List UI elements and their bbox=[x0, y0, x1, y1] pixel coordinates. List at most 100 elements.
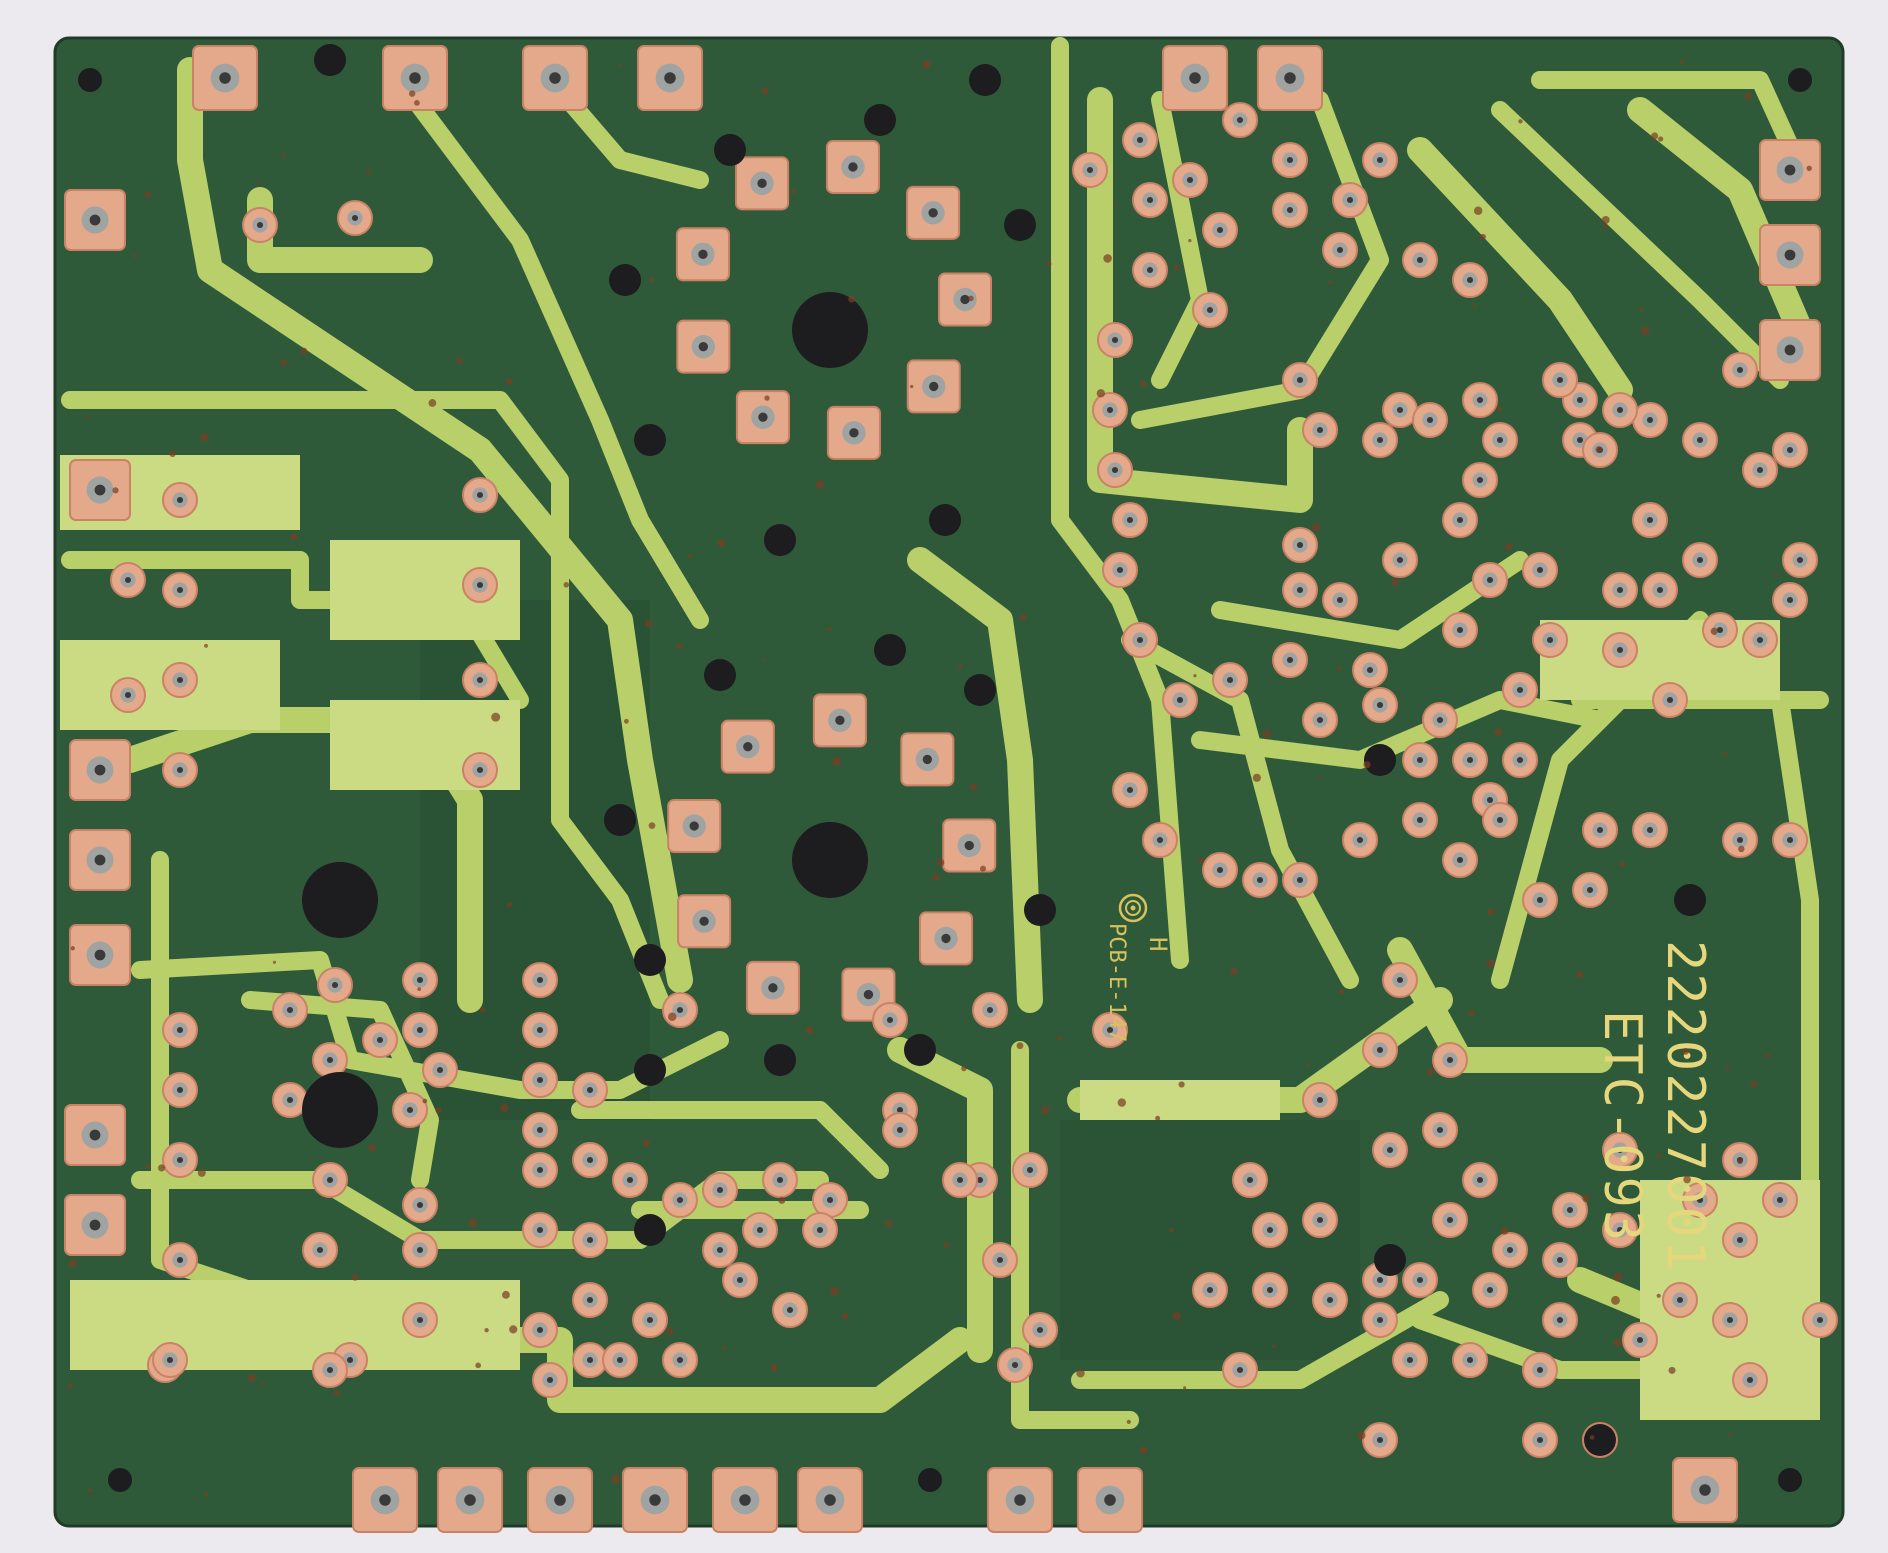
board-holes bbox=[78, 44, 1812, 1492]
rust-speck bbox=[1020, 614, 1027, 621]
through-hole bbox=[634, 1054, 666, 1086]
solder-pad bbox=[532, 1362, 568, 1398]
through-hole bbox=[764, 524, 796, 556]
solder-pad bbox=[572, 1282, 608, 1318]
pad-hole bbox=[1676, 1296, 1684, 1304]
pad-hole bbox=[1736, 366, 1744, 374]
rust-speck bbox=[1774, 573, 1779, 577]
solder-pad bbox=[522, 1212, 558, 1248]
through-hole bbox=[874, 634, 906, 666]
pad-hole bbox=[1596, 826, 1604, 834]
solder-pad bbox=[797, 1467, 863, 1533]
solder-pad bbox=[522, 45, 588, 111]
pad-hole bbox=[922, 754, 933, 765]
pad-hole bbox=[1476, 476, 1484, 484]
solder-pad bbox=[1202, 212, 1238, 248]
pad-hole bbox=[758, 412, 768, 422]
copper-trace bbox=[1051, 37, 1189, 969]
pad-hole bbox=[1086, 166, 1094, 174]
solder-pad bbox=[1362, 142, 1398, 178]
solder-pad bbox=[1742, 622, 1778, 658]
rust-speck bbox=[1651, 132, 1659, 140]
solder-pad bbox=[392, 1092, 428, 1128]
pad-hole bbox=[1216, 226, 1224, 234]
pad-hole bbox=[1286, 206, 1294, 214]
rust-speck bbox=[611, 1474, 620, 1484]
solder-pad bbox=[402, 1232, 438, 1268]
solder-pad bbox=[1762, 1182, 1798, 1218]
rust-speck bbox=[667, 1012, 677, 1022]
solder-pad bbox=[1502, 742, 1538, 778]
pad-hole bbox=[586, 1356, 594, 1364]
pad-hole bbox=[996, 1256, 1004, 1264]
solder-pad bbox=[1302, 412, 1338, 448]
solder-pad bbox=[312, 1352, 348, 1388]
rust-speck bbox=[1486, 959, 1495, 968]
through-hole bbox=[864, 104, 896, 136]
solder-pad bbox=[1242, 862, 1278, 898]
pad-hole bbox=[536, 1026, 544, 1034]
rust-speck bbox=[1744, 92, 1752, 101]
pad-hole bbox=[616, 1356, 624, 1364]
rust-speck bbox=[422, 1098, 428, 1104]
pad-hole bbox=[1696, 556, 1704, 564]
pad-hole bbox=[176, 1086, 184, 1094]
rust-speck bbox=[1683, 1175, 1691, 1184]
solder-pad bbox=[1602, 632, 1638, 668]
solder-pad bbox=[1482, 422, 1518, 458]
pad-hole bbox=[586, 1296, 594, 1304]
pcb-code: PCB-E-147 bbox=[1104, 923, 1129, 1042]
through-hole bbox=[314, 44, 346, 76]
pad-hole bbox=[956, 1176, 964, 1184]
copper-trace bbox=[1407, 137, 1633, 403]
solder-pad bbox=[1202, 852, 1238, 888]
rust-speck bbox=[204, 643, 208, 648]
rust-speck bbox=[1076, 1369, 1085, 1378]
rust-speck bbox=[676, 643, 683, 650]
solder-pad bbox=[110, 562, 146, 598]
copper-plane bbox=[1080, 1080, 1280, 1120]
solder-pad bbox=[1732, 1362, 1768, 1398]
solder-pad bbox=[1257, 45, 1323, 111]
solder-pad bbox=[1582, 812, 1618, 848]
pad-hole bbox=[1536, 566, 1544, 574]
pad-hole bbox=[1326, 1296, 1334, 1304]
pad-hole bbox=[1296, 376, 1304, 384]
solder-pad bbox=[302, 1232, 338, 1268]
copper-trace bbox=[571, 1101, 889, 1179]
pad-hole bbox=[554, 1494, 566, 1506]
rust-speck bbox=[848, 295, 856, 303]
rust-speck bbox=[1327, 280, 1332, 285]
solder-pad bbox=[422, 1052, 458, 1088]
rust-speck bbox=[1806, 165, 1812, 172]
rust-speck bbox=[509, 1325, 518, 1334]
rust-speck bbox=[842, 1312, 849, 1319]
solder-pad bbox=[662, 992, 698, 1028]
pad-hole bbox=[1776, 1196, 1784, 1204]
pad-hole bbox=[676, 1196, 684, 1204]
pad-hole bbox=[536, 1166, 544, 1174]
rust-speck bbox=[1582, 1194, 1590, 1203]
pad-hole bbox=[1111, 336, 1119, 344]
rust-speck bbox=[1426, 1067, 1435, 1076]
solder-pad bbox=[937, 272, 992, 327]
pad-hole bbox=[928, 208, 938, 218]
mounting-hole bbox=[1788, 68, 1812, 92]
solder-pad bbox=[1092, 1012, 1128, 1048]
through-hole bbox=[609, 264, 641, 296]
through-hole bbox=[714, 134, 746, 166]
rust-speck bbox=[1139, 380, 1147, 388]
pad-hole bbox=[1416, 1276, 1424, 1284]
pad-hole bbox=[376, 1036, 384, 1044]
pad-hole bbox=[929, 381, 939, 392]
solder-pad bbox=[1772, 432, 1808, 468]
solder-pad bbox=[162, 1242, 198, 1278]
pad-hole bbox=[1436, 716, 1444, 724]
pad-hole bbox=[786, 1306, 794, 1314]
solder-pad bbox=[632, 1302, 668, 1338]
rust-speck bbox=[958, 664, 963, 669]
pad-hole bbox=[964, 840, 974, 851]
pad-hole bbox=[676, 1356, 684, 1364]
pad-hole bbox=[316, 1246, 324, 1254]
rust-speck bbox=[1016, 1042, 1024, 1050]
